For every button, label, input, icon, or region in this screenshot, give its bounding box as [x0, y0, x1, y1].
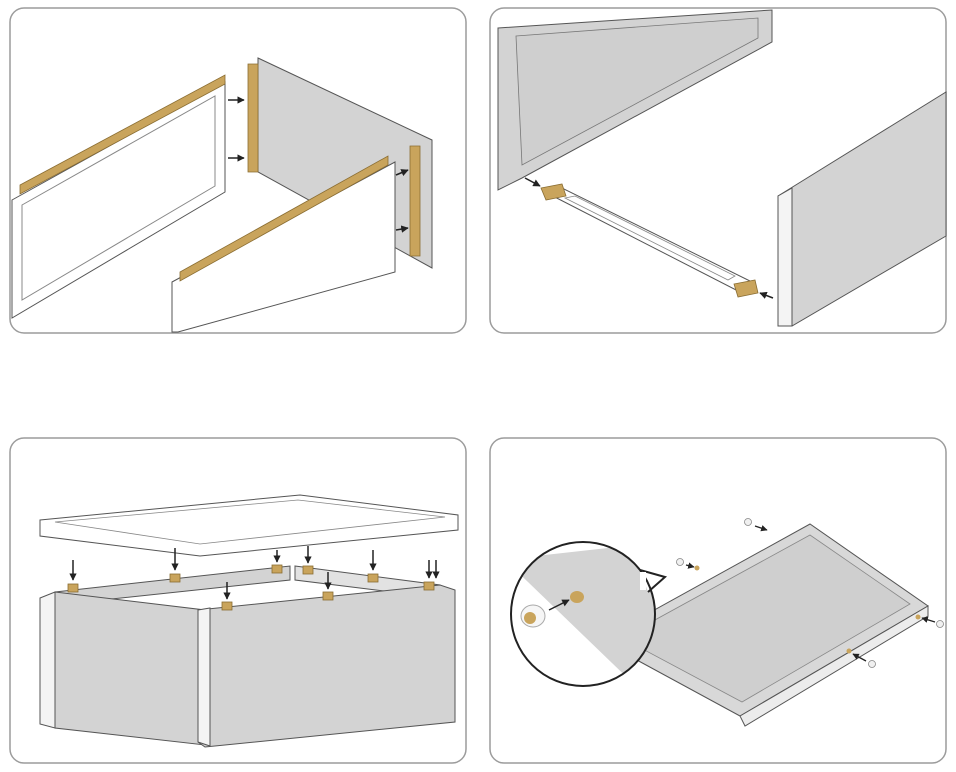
pins: [694, 565, 921, 654]
arrows: [69, 546, 440, 600]
left-side-panel: [54, 591, 206, 746]
wood-strip: [409, 145, 421, 257]
panel-step-4: [489, 437, 947, 764]
wood-block: [540, 183, 567, 201]
wood-strip: [19, 74, 226, 195]
front-panel: [197, 584, 456, 748]
pin-icon: [570, 591, 584, 603]
screws: [676, 518, 944, 668]
wood-block: [733, 279, 759, 298]
wood-strip: [179, 155, 389, 282]
wood-strip: [247, 63, 259, 173]
lid: [39, 494, 459, 557]
panel-step-3: [9, 437, 467, 764]
magnified-callout: [510, 541, 668, 687]
wood-blocks: [67, 564, 435, 611]
panel-step-2: [489, 7, 947, 334]
panel-step-1: [9, 7, 467, 334]
arrows: [685, 525, 936, 662]
